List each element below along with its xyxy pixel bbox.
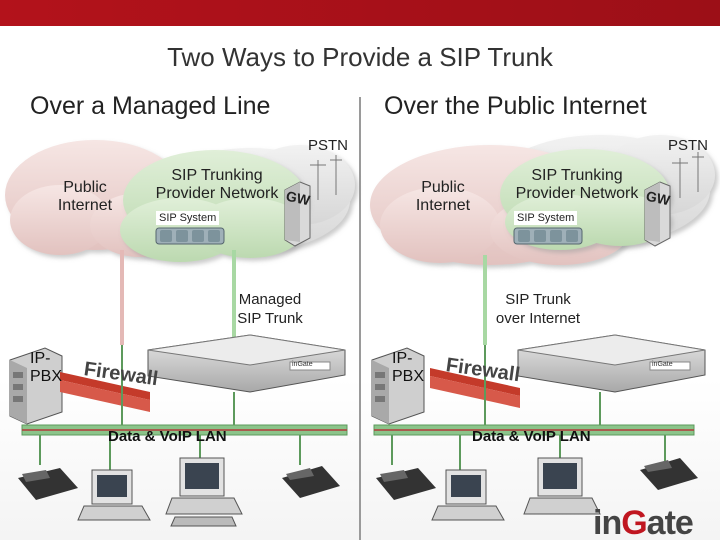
left-pbx-label: IP- PBX — [30, 350, 63, 385]
left-phone-1 — [18, 468, 78, 500]
left-trunk-label: Managed SIP Trunk — [237, 291, 303, 327]
left-sip-system-label: SIP System — [156, 211, 220, 225]
logo-g: G — [621, 504, 647, 540]
left-lan-label: Data & VoIP LAN — [108, 428, 227, 445]
left-provider-label: SIP Trunking Provider Network — [155, 167, 279, 202]
left-ip-pbx-cabinet — [9, 347, 63, 425]
left-firewall-wall — [60, 372, 150, 412]
right-sip-system-label: SIP System — [514, 211, 578, 225]
right-phone-2 — [640, 458, 698, 490]
left-sip-server-rack — [155, 227, 225, 245]
right-firewall-wall — [430, 368, 520, 408]
slide-title: Two Ways to Provide a SIP Trunk — [167, 42, 553, 72]
right-gateway-box — [644, 181, 671, 247]
left-pstn-antennas — [310, 155, 342, 200]
left-phone-2 — [282, 466, 340, 498]
logo-prefix: in — [593, 504, 622, 540]
right-pstn-label: PSTN — [668, 137, 709, 154]
right-heading: Over the Public Internet — [384, 92, 647, 120]
right-sip-server-rack — [513, 227, 583, 245]
right-device-brand: inGate — [652, 361, 673, 368]
left-lan-drops — [39, 345, 301, 470]
right-trunk-label: SIP Trunk over Internet — [495, 291, 581, 327]
left-pstn-label: PSTN — [308, 137, 349, 154]
right-lan-label: Data & VoIP LAN — [472, 428, 591, 445]
right-computer-2 — [523, 457, 601, 515]
left-internet-label: Public Internet — [57, 179, 113, 214]
right-pbx-label: IP- PBX — [392, 350, 425, 385]
logo-suffix: ate — [646, 504, 694, 540]
right-lan-drops — [391, 345, 666, 470]
right-computer-1 — [431, 469, 505, 521]
right-ingate-device — [517, 334, 706, 393]
left-device-brand: inGate — [292, 361, 313, 368]
left-computer-2 — [165, 457, 243, 527]
right-pstn-antennas — [672, 152, 704, 198]
top-brand-bar — [0, 0, 720, 26]
left-gateway-box — [284, 181, 311, 247]
right-phone-1 — [376, 468, 436, 500]
right-internet-label: Public Internet — [415, 179, 471, 214]
left-ingate-device — [147, 334, 346, 393]
right-provider-cloud — [500, 149, 670, 250]
ingate-logo: inGate — [593, 504, 694, 540]
right-provider-label: SIP Trunking Provider Network — [515, 167, 639, 202]
left-heading: Over a Managed Line — [30, 92, 271, 120]
right-ip-pbx-cabinet — [371, 347, 425, 425]
left-computer-1 — [77, 469, 151, 521]
